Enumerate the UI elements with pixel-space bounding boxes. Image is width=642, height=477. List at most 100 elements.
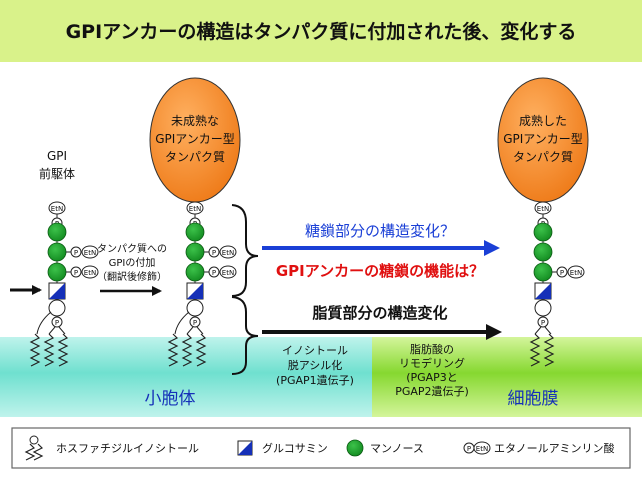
- glycan-change-label: 糖鎖部分の構造変化？: [305, 222, 455, 240]
- immature-anchor-acyl-chain: [167, 333, 179, 367]
- mature-anchor-chain-right: [543, 333, 555, 367]
- precursor-anchor-lipid-p-label: P: [55, 319, 59, 327]
- immature-anchor-m2-side-etn-label: EtN: [222, 249, 234, 257]
- immature-anchor: EtNPPEtNPEtNP: [167, 201, 237, 367]
- remodel-label-line1: 脂肪酸の: [410, 342, 454, 356]
- precursor-anchor-lipid-p-circle: [51, 316, 63, 328]
- attach-label-line1: タンパク質への: [97, 242, 167, 255]
- precursor-anchor-acyl-chain: [29, 333, 41, 367]
- mature-protein-line3: タンパク質: [513, 149, 573, 164]
- lipid-brace: [231, 296, 259, 375]
- precursor-anchor-glycerol: [48, 326, 66, 335]
- immature-anchor-m2-side-etn-ellipse: [219, 245, 237, 259]
- immature-anchor-m2-side-p-circle: [208, 246, 220, 258]
- mature-anchor-glcn-fill: [535, 283, 551, 299]
- mature-anchor-inositol: [534, 299, 552, 317]
- immature-anchor-m3-side-etn-ellipse: [219, 265, 237, 279]
- immature-anchor-m3-side-etn-label: EtN: [222, 269, 234, 277]
- deacyl-label-line2: 脱アシル化: [288, 358, 343, 372]
- legend-pi-inositol-icon: [29, 435, 39, 445]
- lipid-change-arrowhead: [486, 324, 502, 340]
- pm-label: 細胞膜: [508, 389, 559, 409]
- glycan-function-label: GPIアンカーの糖鎖の機能は？: [276, 262, 484, 280]
- legend-glcn-label: グルコサミン: [262, 441, 328, 455]
- immature-anchor-m3-side-p-label: P: [212, 269, 216, 277]
- mature-anchor-m3-side-p-circle: [556, 266, 568, 278]
- title-band: [0, 0, 642, 62]
- precursor-anchor-mannose-1: [47, 222, 67, 242]
- immature-protein-line3: タンパク質: [165, 149, 225, 164]
- precursor-label-line2: 前駆体: [39, 166, 75, 181]
- immature-anchor-mannose-3: [185, 262, 205, 282]
- lipid-change-label: 脂質部分の構造変化: [312, 304, 447, 322]
- immature-anchor-glcn-fill: [187, 283, 203, 299]
- immature-anchor-lipid-p-label: P: [193, 319, 197, 327]
- legend-etn-icon: [473, 441, 491, 455]
- precursor-anchor-m3-side-p-label: P: [74, 269, 78, 277]
- immature-anchor-m3-side-p-circle: [208, 266, 220, 278]
- legend-pi-chain-icon-b: [32, 443, 44, 461]
- attach-label-line3: （翻訳後修飾）: [97, 270, 167, 283]
- precursor-anchor-chain-right: [57, 333, 69, 367]
- immature-anchor-inositol: [186, 299, 204, 317]
- attach-label-line2: GPIの付加: [109, 256, 156, 269]
- legend-box: [11, 427, 631, 469]
- immature-anchor-top-etn-label: EtN: [189, 205, 201, 213]
- mature-anchor-m3-side-etn-ellipse: [567, 265, 585, 279]
- immature-anchor-m2-side-p-label: P: [212, 249, 216, 257]
- immature-protein-line1: 未成熟な: [171, 113, 219, 128]
- precursor-anchor-chain-left: [43, 333, 55, 367]
- immature-anchor-glycerol: [186, 326, 204, 335]
- remodel-label-line2: リモデリング: [399, 356, 465, 370]
- precursor-anchor-mannose-2: [47, 242, 67, 262]
- mature-anchor-m3-side-etn-label: EtN: [570, 269, 582, 277]
- legend-mannose-icon: [346, 439, 364, 457]
- mature-protein-line2: GPIアンカー型: [503, 132, 583, 146]
- mature-anchor-mannose-1: [533, 222, 553, 242]
- legend-pi-chain-icon-a: [24, 443, 36, 461]
- legend-p-icon-label: P: [467, 445, 471, 453]
- precursor-anchor-m2-side-p-circle: [70, 246, 82, 258]
- legend-etnp-label: エタノールアミンリン酸: [494, 441, 614, 455]
- er-membrane-band: [0, 337, 372, 417]
- immature-protein-line2: GPIアンカー型: [155, 132, 235, 146]
- mature-protein-line1: 成熟した: [519, 113, 567, 128]
- mature-anchor-lipid-p-circle: [537, 316, 549, 328]
- mature-anchor-m3-side-p-label: P: [560, 269, 564, 277]
- precursor-anchor-glcn-fill: [49, 283, 65, 299]
- mature-anchor-lipid-p-label: P: [541, 319, 545, 327]
- legend-pi-label: ホスファチジルイノシトール: [56, 442, 199, 455]
- gpi-anchors: EtNPPEtNPEtNPEtNPPEtNPEtNPEtNPPEtNP: [29, 201, 585, 367]
- page-title: GPIアンカーの構造はタンパク質に付加された後、変化する: [66, 20, 577, 43]
- precursor-anchor-m3-side-etn-label: EtN: [84, 269, 96, 277]
- deacyl-label-line1: イノシトール: [282, 344, 348, 357]
- precursor-anchor-m2-side-etn-label: EtN: [84, 249, 96, 257]
- glycan-change-arrowhead: [484, 240, 500, 256]
- legend: ホスファチジルイノシトール グルコサミン マンノース エタノールアミンリン酸 P…: [24, 435, 614, 461]
- mature-anchor-chain-left: [529, 333, 541, 367]
- precursor-anchor-acyl-link: [36, 311, 52, 335]
- legend-etn-icon-label: EtN: [476, 445, 488, 453]
- precursor-anchor: EtNPPEtNPEtNP: [29, 201, 99, 367]
- precursor-anchor-inositol: [48, 299, 66, 317]
- immature-anchor-mannose-1: [185, 222, 205, 242]
- deacyl-label-line3: (PGAP1遺伝子): [276, 373, 354, 387]
- remodel-label-line3: (PGAP3と: [406, 371, 458, 384]
- precursor-anchor-m3-side-etn-ellipse: [81, 265, 99, 279]
- precursor-anchor-m2-side-p-label: P: [74, 249, 78, 257]
- precursor-anchor-m3-side-p-circle: [70, 266, 82, 278]
- pm-membrane-band: [372, 337, 642, 417]
- precursor-anchor-m2-side-etn-ellipse: [81, 245, 99, 259]
- er-label: 小胞体: [145, 389, 196, 409]
- mature-anchor-top-etn-label: EtN: [537, 205, 549, 213]
- immature-anchor-lipid-p-circle: [189, 316, 201, 328]
- mature-anchor-glycerol: [534, 326, 552, 335]
- precursor-anchor-mannose-3: [47, 262, 67, 282]
- glycan-brace: [231, 204, 259, 297]
- immature-anchor-acyl-link: [174, 311, 190, 335]
- legend-glcn-fill-icon: [238, 441, 252, 455]
- immature-anchor-mannose-2: [185, 242, 205, 262]
- mature-anchor-mannose-2: [533, 242, 553, 262]
